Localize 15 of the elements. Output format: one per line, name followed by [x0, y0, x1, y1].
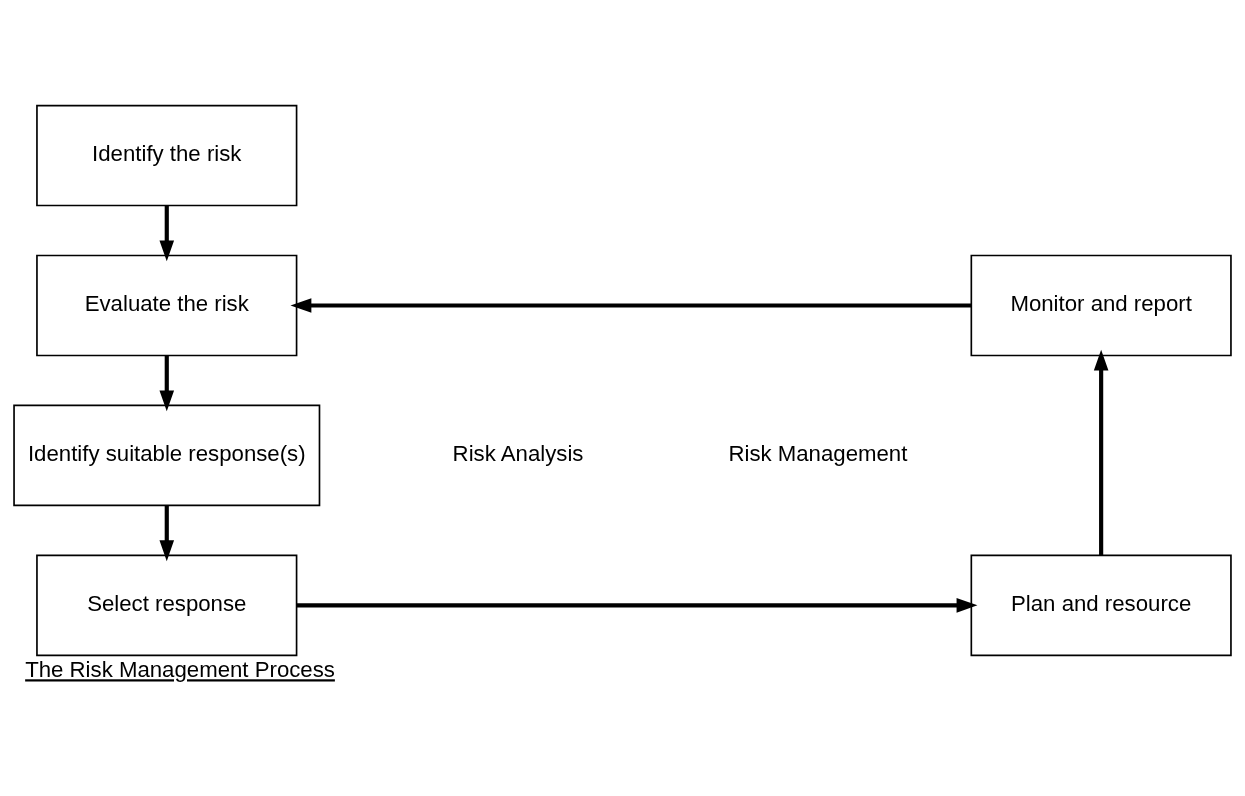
arrow — [159, 504, 175, 561]
node-box: Evaluate the risk — [36, 254, 298, 356]
arrow — [290, 297, 972, 313]
node-box: Select response — [36, 554, 298, 656]
arrow — [1093, 349, 1109, 555]
arrow — [159, 205, 175, 261]
label: Risk Analysis — [452, 440, 584, 466]
caption: The Risk Management Process — [25, 656, 335, 682]
node-box: Plan and resource — [970, 554, 1232, 656]
node-box: Identify the risk — [36, 104, 298, 206]
node-box: Monitor and report — [970, 254, 1232, 356]
node-box: Identify suitable response(s) — [13, 404, 321, 506]
arrow — [159, 354, 175, 411]
arrow — [296, 597, 978, 613]
label: Risk Management — [728, 440, 908, 466]
